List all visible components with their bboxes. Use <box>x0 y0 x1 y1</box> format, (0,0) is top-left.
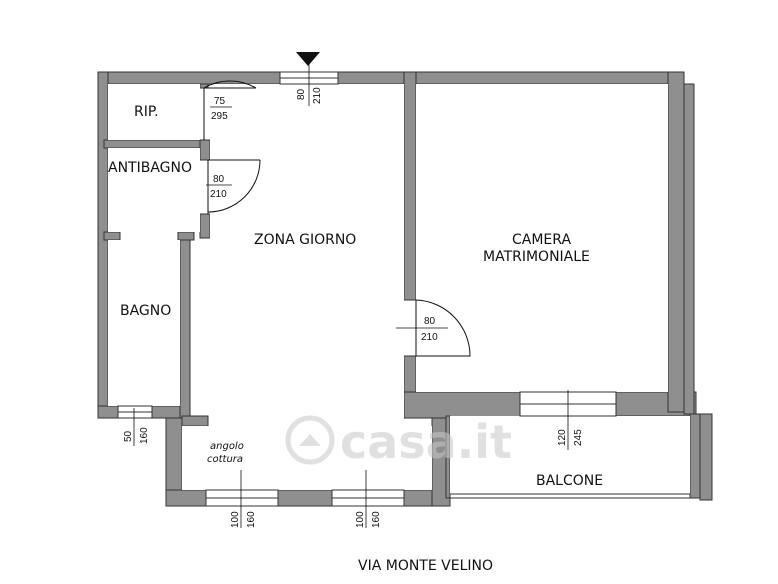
dim-camera-win-w: 120 <box>557 429 568 446</box>
dim-kitchen-win1-w: 100 <box>230 511 241 528</box>
wall-center-upper <box>403 71 417 301</box>
dim-antibagno-w: 80 <box>213 174 225 185</box>
wall-bagno-cap <box>177 231 195 241</box>
floor-cottura <box>182 426 432 490</box>
floor-zona-giorno <box>210 84 404 418</box>
dim-camera-win-h: 245 <box>573 429 584 446</box>
room-floors <box>108 84 690 494</box>
room-label-antibagno: ANTIBAGNO <box>108 160 192 176</box>
entrance-arrow-icon <box>296 52 320 66</box>
wall-antibagno-right <box>199 139 211 161</box>
dim-kitchen-win1-h: 160 <box>246 511 257 528</box>
dim-bagno-win-h: 160 <box>139 427 150 444</box>
dim-entrance-w: 80 <box>296 88 307 100</box>
room-label-camera-2: MATRIMONIALE <box>483 249 590 265</box>
wall-kitchen-bottom-1 <box>165 489 207 507</box>
watermark-text: casa.it <box>340 415 512 469</box>
watermark: casa.it <box>285 415 512 469</box>
wall-cottura-sep <box>181 415 209 427</box>
wall-bagno-bottom-right <box>151 405 183 419</box>
dim-rip-w: 75 <box>214 96 226 107</box>
room-label-cottura: cottura <box>207 454 243 465</box>
door-rip-swing <box>203 80 257 140</box>
room-label-camera-1: CAMERA <box>512 232 571 248</box>
wall-antibagno-right-low <box>199 213 211 239</box>
wall-bagno-right <box>179 237 191 419</box>
room-label-zona-giorno: ZONA GIORNO <box>254 232 356 248</box>
watermark-logo-icon <box>285 415 335 465</box>
dim-rip-h: 295 <box>211 111 228 122</box>
wall-left <box>97 71 109 419</box>
wall-bagno-bottom-left <box>97 405 119 419</box>
floor-bagno <box>108 240 180 406</box>
dim-kitchen-win2-h: 160 <box>371 511 382 528</box>
door-antibagno-swing <box>207 159 261 213</box>
floor-balcony <box>450 416 690 494</box>
wall-balcony-right <box>689 413 701 499</box>
wall-left-cap <box>103 231 121 241</box>
wall-right-outer <box>683 83 695 415</box>
wall-kitchen-bottom-2 <box>277 489 333 507</box>
walls <box>97 71 713 507</box>
door-camera-swing <box>415 299 471 357</box>
wall-balcony-right-ext <box>699 413 713 501</box>
street-label: VIA MONTE VELINO <box>358 558 493 574</box>
wall-top-left <box>97 71 281 85</box>
floor-rip <box>108 84 200 140</box>
dim-entrance-h: 210 <box>312 87 323 104</box>
dim-camera-door-h: 210 <box>421 332 438 343</box>
wall-top-right <box>337 71 685 85</box>
room-label-rip: RIP. <box>134 104 159 120</box>
dim-kitchen-win2-w: 100 <box>355 511 366 528</box>
dim-camera-door-w: 80 <box>424 316 436 327</box>
wall-camera-right <box>667 71 685 413</box>
floor-camera <box>416 84 668 392</box>
dimensions <box>133 62 569 528</box>
floor-antibagno <box>108 148 200 232</box>
dim-bagno-win-w: 50 <box>123 430 134 442</box>
room-label-balcone: BALCONE <box>536 473 603 489</box>
room-label-angolo: angolo <box>210 441 244 452</box>
wall-rip-bottom <box>103 139 205 149</box>
room-label-bagno: BAGNO <box>120 303 171 319</box>
dim-antibagno-h: 210 <box>210 189 227 200</box>
